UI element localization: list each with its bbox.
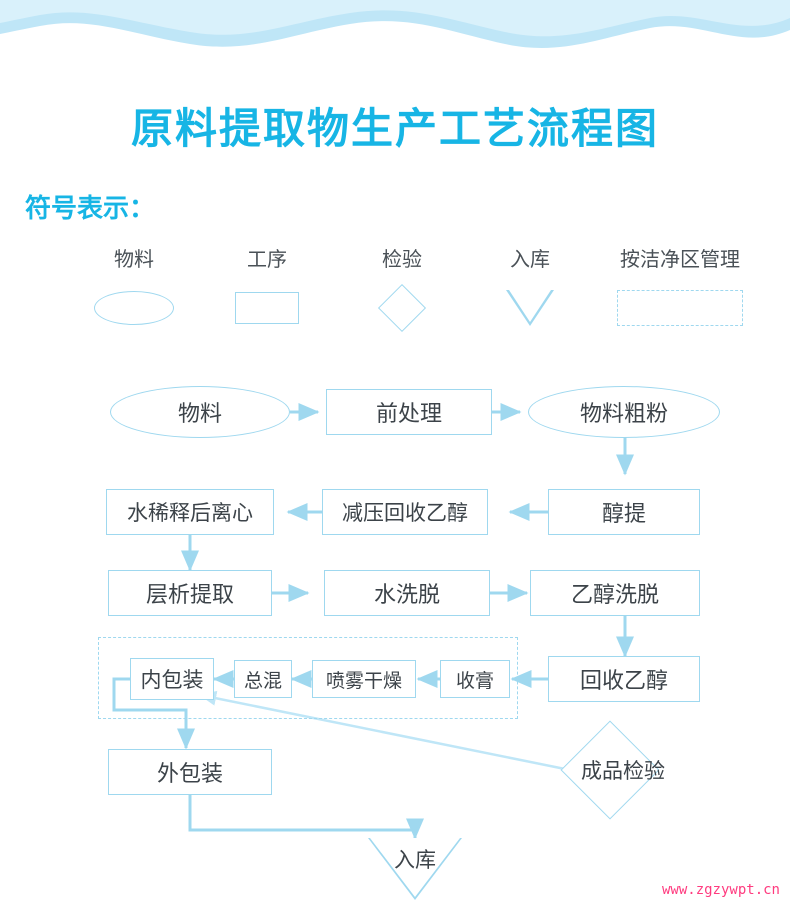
flow-node-spray-drying[interactable]: 喷雾干燥 bbox=[312, 660, 416, 698]
flow-node-spray-drying-label: 喷雾干燥 bbox=[325, 670, 402, 692]
flow-node-final-inspection[interactable]: 成品检验 bbox=[540, 720, 706, 820]
legend-shape-triangle bbox=[470, 286, 590, 330]
flow-node-chromatography-label: 层析提取 bbox=[145, 582, 234, 607]
warehouse-triangle-inner bbox=[370, 838, 460, 897]
process-flow-diagram: 物料 前处理 物料粗粉 醇提 减压回收乙醇 水稀释后离心 层析提取 水洗脱 乙醇… bbox=[0, 370, 790, 900]
legend-shape-rect bbox=[207, 286, 327, 330]
flow-node-pretreatment-label: 前处理 bbox=[375, 401, 442, 426]
legend-item-process: 工序 bbox=[207, 243, 327, 330]
flow-node-water-dilute-centrifuge[interactable]: 水稀释后离心 bbox=[106, 489, 274, 535]
legend-heading: 符号表示： bbox=[25, 193, 156, 223]
flow-connectors bbox=[112, 403, 634, 840]
flow-node-vacuum-recovery[interactable]: 减压回收乙醇 bbox=[322, 489, 488, 535]
flow-node-total-mixing-label: 总混 bbox=[243, 670, 282, 692]
flow-node-water-dilute-centrifuge-label: 水稀释后离心 bbox=[127, 502, 253, 525]
legend-shape-dashed-rect bbox=[570, 286, 790, 330]
flow-node-ethanol-recovery-label: 回收乙醇 bbox=[579, 668, 668, 693]
legend-label-warehouse: 入库 bbox=[510, 249, 550, 271]
flow-node-outer-packaging[interactable]: 外包装 bbox=[108, 749, 272, 795]
flow-node-alcohol-extraction[interactable]: 醇提 bbox=[548, 489, 700, 535]
legend-label-process: 工序 bbox=[247, 249, 287, 271]
flow-node-ethanol-elution[interactable]: 乙醇洗脱 bbox=[530, 570, 700, 616]
flow-node-coarse-powder[interactable]: 物料粗粉 bbox=[528, 386, 720, 438]
flow-node-material[interactable]: 物料 bbox=[110, 386, 290, 438]
legend-shape-diamond bbox=[342, 283, 462, 333]
flow-node-final-inspection-label: 成品检验 bbox=[581, 760, 665, 783]
legend: 物料 工序 检验 入库 按洁净区管理 bbox=[60, 243, 780, 338]
legend-label-cleanroom: 按洁净区管理 bbox=[620, 249, 740, 271]
flow-node-total-mixing[interactable]: 总混 bbox=[234, 660, 292, 698]
legend-label-inspection: 检验 bbox=[382, 249, 422, 271]
header-wave-banner bbox=[0, 0, 790, 62]
flow-node-coarse-powder-label: 物料粗粉 bbox=[579, 401, 668, 426]
page-title: 原料提取物生产工艺流程图 bbox=[130, 105, 659, 152]
legend-item-inspection: 检验 bbox=[342, 243, 462, 333]
flow-node-material-label: 物料 bbox=[177, 401, 222, 426]
cleanroom-region bbox=[98, 637, 518, 719]
flow-node-ethanol-recovery[interactable]: 回收乙醇 bbox=[548, 656, 700, 702]
watermark: www.zgzywpt.cn bbox=[661, 882, 780, 898]
flow-node-pretreatment[interactable]: 前处理 bbox=[326, 389, 492, 435]
flow-node-collect-extract[interactable]: 收膏 bbox=[440, 660, 510, 698]
flow-node-collect-extract-label: 收膏 bbox=[455, 670, 494, 692]
flow-node-warehouse-in[interactable]: 入库 bbox=[368, 838, 462, 902]
legend-item-warehouse: 入库 bbox=[470, 243, 590, 330]
flow-node-inner-packaging-label: 内包装 bbox=[140, 669, 204, 692]
flow-node-water-elution[interactable]: 水洗脱 bbox=[324, 570, 490, 616]
legend-label-material: 物料 bbox=[114, 249, 154, 271]
flow-node-chromatography[interactable]: 层析提取 bbox=[108, 570, 272, 616]
flow-node-warehouse-in-label: 入库 bbox=[394, 849, 436, 872]
flow-node-outer-packaging-label: 外包装 bbox=[156, 761, 223, 786]
flow-node-water-elution-label: 水洗脱 bbox=[373, 582, 440, 607]
legend-item-material: 物料 bbox=[74, 243, 194, 330]
flow-node-ethanol-elution-label: 乙醇洗脱 bbox=[570, 582, 659, 607]
flow-node-inner-packaging[interactable]: 内包装 bbox=[130, 658, 214, 700]
flow-node-alcohol-extraction-label: 醇提 bbox=[601, 501, 646, 526]
flow-node-vacuum-recovery-label: 减压回收乙醇 bbox=[342, 502, 468, 525]
legend-shape-ellipse bbox=[74, 286, 194, 330]
legend-item-cleanroom: 按洁净区管理 bbox=[570, 243, 790, 330]
